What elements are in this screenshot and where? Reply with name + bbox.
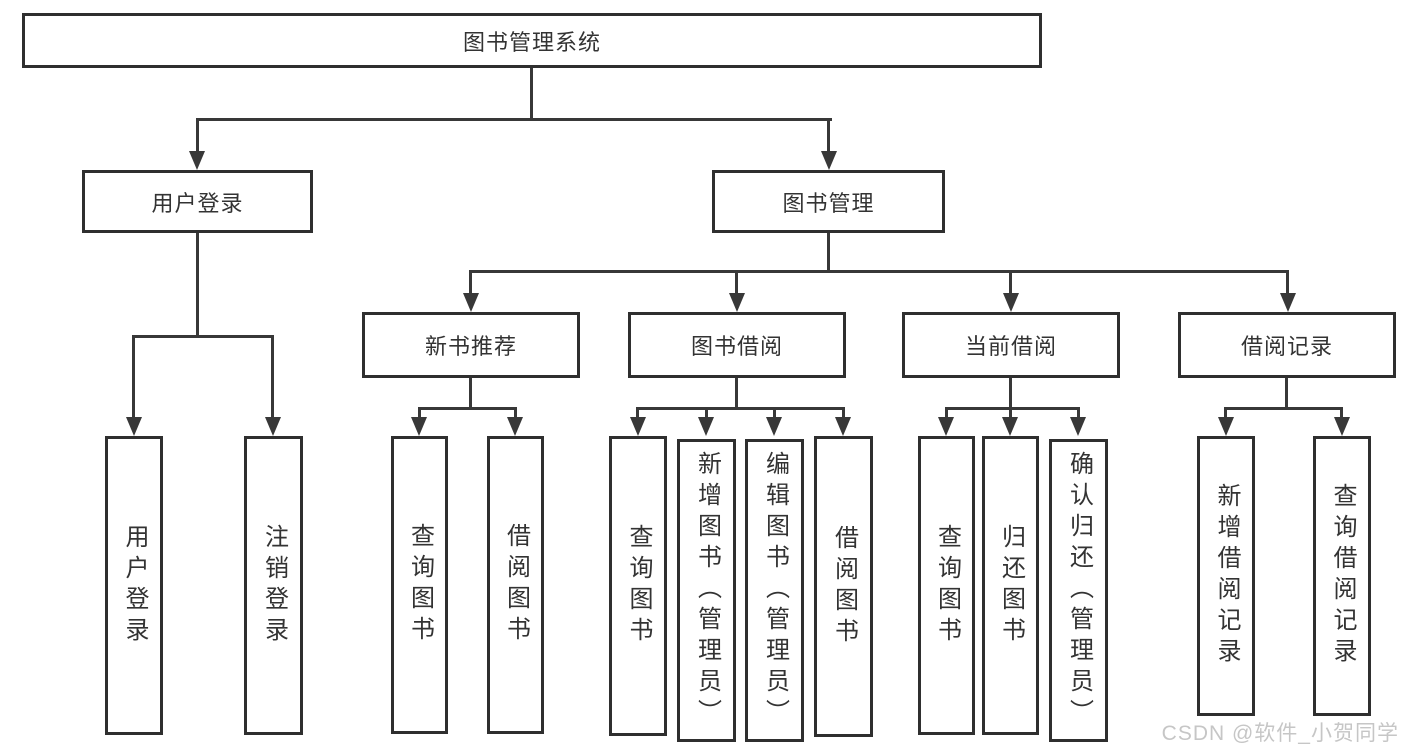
connector-userlogin-stem-2 — [271, 335, 274, 419]
arrowhead-icon — [1002, 417, 1018, 436]
leaf-edit-books-admin: 编辑图书（管理员） — [745, 439, 804, 742]
connector-bookmgmt-hbar — [469, 270, 1289, 273]
arrowhead-icon — [126, 417, 142, 436]
connector-bookmgmt-stem-2 — [735, 270, 738, 296]
connector-borrowing-hbar — [636, 407, 845, 410]
connector-root-hbar — [196, 118, 832, 121]
leaf-query-books-recommend: 查询图书 — [391, 436, 448, 734]
connector-newbook-stub — [469, 378, 472, 410]
connector-root-stem-left — [196, 118, 199, 153]
arrowhead-icon — [698, 417, 714, 436]
connector-borrowing-stem-3 — [773, 407, 776, 419]
connector-borrowing-stem-4 — [842, 407, 845, 419]
connector-newbook-hbar — [418, 407, 517, 410]
leaf-logout: 注销登录 — [244, 436, 303, 735]
node-new-book-recommend: 新书推荐 — [362, 312, 580, 378]
csdn-watermark: CSDN @软件_小贺同学 — [1161, 722, 1399, 745]
arrowhead-icon — [1003, 293, 1019, 312]
arrowhead-icon — [1280, 293, 1296, 312]
node-current-borrowing: 当前借阅 — [902, 312, 1120, 378]
connector-newbook-stem-2 — [514, 407, 517, 419]
leaf-query-borrow-record: 查询借阅记录 — [1313, 436, 1371, 716]
node-borrowing-records: 借阅记录 — [1178, 312, 1396, 378]
node-label: 用户登录 — [151, 190, 244, 216]
node-label: 新增图书（管理员） — [693, 451, 721, 730]
connector-root-stub — [530, 68, 533, 118]
connector-records-stem-2 — [1340, 407, 1343, 419]
connector-current-stub — [1009, 378, 1012, 410]
node-label: 借阅图书 — [502, 523, 530, 647]
connector-userlogin-stub — [196, 233, 199, 338]
leaf-add-books-admin: 新增图书（管理员） — [677, 439, 736, 742]
leaf-return-books: 归还图书 — [982, 436, 1039, 735]
leaf-query-books-borrowing: 查询图书 — [609, 436, 667, 736]
arrowhead-icon — [411, 417, 427, 436]
node-label: 借阅图书 — [830, 524, 858, 649]
node-label: 当前借阅 — [964, 334, 1057, 359]
node-label: 归还图书 — [997, 523, 1025, 648]
node-label: 查询图书 — [406, 523, 434, 647]
connector-records-stub — [1285, 378, 1288, 410]
connector-borrowing-stem-2 — [705, 407, 708, 419]
arrowhead-icon — [1334, 417, 1350, 436]
connector-borrowing-stem-1 — [636, 407, 639, 419]
node-label: 新增借阅记录 — [1213, 483, 1240, 669]
arrowhead-icon — [766, 417, 782, 436]
connector-current-stem-1 — [945, 407, 948, 419]
arrowhead-icon — [729, 293, 745, 312]
connector-current-stem-2 — [1009, 407, 1012, 419]
arrowhead-icon — [1070, 417, 1086, 436]
arrowhead-icon — [835, 417, 851, 436]
leaf-query-books-current: 查询图书 — [918, 436, 975, 735]
connector-bookmgmt-stem-3 — [1009, 270, 1012, 296]
leaf-confirm-return-admin: 确认归还（管理员） — [1049, 439, 1108, 742]
arrowhead-icon — [189, 151, 205, 170]
node-user-login: 用户登录 — [82, 170, 313, 233]
connector-userlogin-hbar — [132, 335, 274, 338]
arrowhead-icon — [630, 417, 646, 436]
connector-bookmgmt-stub — [827, 233, 830, 273]
leaf-borrow-books-recommend: 借阅图书 — [487, 436, 544, 734]
connector-borrowing-stub — [735, 378, 738, 410]
connector-records-stem-1 — [1224, 407, 1227, 419]
node-library-management-system: 图书管理系统 — [22, 13, 1042, 68]
leaf-user-login: 用户登录 — [105, 436, 163, 735]
node-label: 查询图书 — [625, 524, 652, 648]
connector-newbook-stem-1 — [418, 407, 421, 419]
node-label: 编辑图书（管理员） — [761, 451, 789, 730]
leaf-borrow-books: 借阅图书 — [814, 436, 873, 737]
connector-current-stem-3 — [1077, 407, 1080, 419]
node-label: 查询借阅记录 — [1329, 483, 1356, 669]
connector-userlogin-stem-1 — [132, 335, 135, 419]
leaf-add-borrow-record: 新增借阅记录 — [1197, 436, 1255, 716]
arrowhead-icon — [821, 151, 837, 170]
connector-records-hbar — [1224, 407, 1343, 410]
node-label: 确认归还（管理员） — [1065, 451, 1093, 730]
node-label: 图书借阅 — [690, 334, 783, 359]
node-label: 注销登录 — [260, 523, 288, 648]
arrowhead-icon — [1218, 417, 1234, 436]
node-label: 图书管理 — [782, 190, 875, 216]
node-book-management: 图书管理 — [712, 170, 945, 233]
node-label: 图书管理系统 — [462, 29, 601, 55]
node-label: 新书推荐 — [424, 334, 517, 359]
connector-current-hbar — [945, 407, 1080, 410]
node-label: 借阅记录 — [1240, 334, 1333, 359]
connector-bookmgmt-stem-4 — [1286, 270, 1289, 296]
arrowhead-icon — [938, 417, 954, 436]
connector-root-stem-right — [827, 118, 830, 153]
node-label: 用户登录 — [121, 523, 148, 648]
arrowhead-icon — [463, 293, 479, 312]
arrowhead-icon — [265, 417, 281, 436]
node-label: 查询图书 — [933, 523, 961, 648]
connector-bookmgmt-stem-1 — [469, 270, 472, 296]
node-book-borrowing: 图书借阅 — [628, 312, 846, 378]
arrowhead-icon — [507, 417, 523, 436]
